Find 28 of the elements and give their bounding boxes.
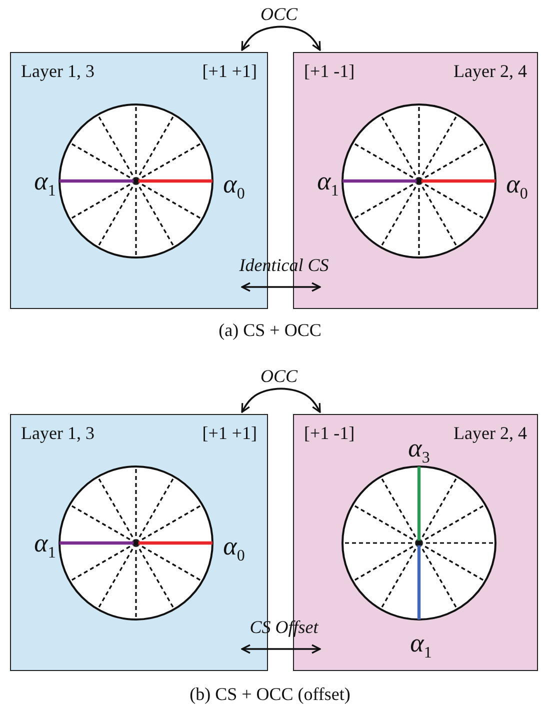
polarization-circle (58, 465, 214, 621)
angle-label: α$_{1}$ (410, 630, 432, 662)
polarization-circle (58, 103, 214, 259)
polarization-circle (341, 103, 497, 259)
curved-arrow (241, 26, 321, 51)
panel-code: Layer 2, 4 (454, 423, 527, 444)
panel-code: [+1 +1] (202, 423, 257, 444)
polarization-circle (341, 465, 497, 621)
panel-label: [+1 -1] (304, 423, 355, 444)
angle-label: α$_{0}$ (223, 534, 245, 564)
panel-caption: (b) CS + OCC (offset) (190, 685, 350, 703)
panel-code: Layer 2, 4 (454, 61, 527, 82)
angle-label: α$_{0}$ (506, 172, 528, 202)
panel-code: [+1 +1] (202, 61, 257, 82)
panel-label: Layer 1, 3 (21, 423, 94, 444)
angle-label: α$_{1}$ (34, 530, 56, 562)
angle-label: α$_{1}$ (317, 168, 339, 200)
panel-label: Layer 1, 3 (21, 61, 94, 82)
curved-arrow (241, 388, 321, 413)
edge-label: OCC (260, 5, 298, 23)
panel-label: [+1 -1] (304, 61, 355, 82)
double-arrow (241, 282, 321, 292)
angle-label: α$_{3}$ (408, 436, 430, 466)
double-arrow (241, 644, 321, 654)
edge-label: OCC (260, 367, 298, 385)
panel-caption: (a) CS + OCC (218, 321, 322, 339)
angle-label: α$_{0}$ (223, 172, 245, 202)
angle-label: α$_{1}$ (34, 168, 56, 200)
